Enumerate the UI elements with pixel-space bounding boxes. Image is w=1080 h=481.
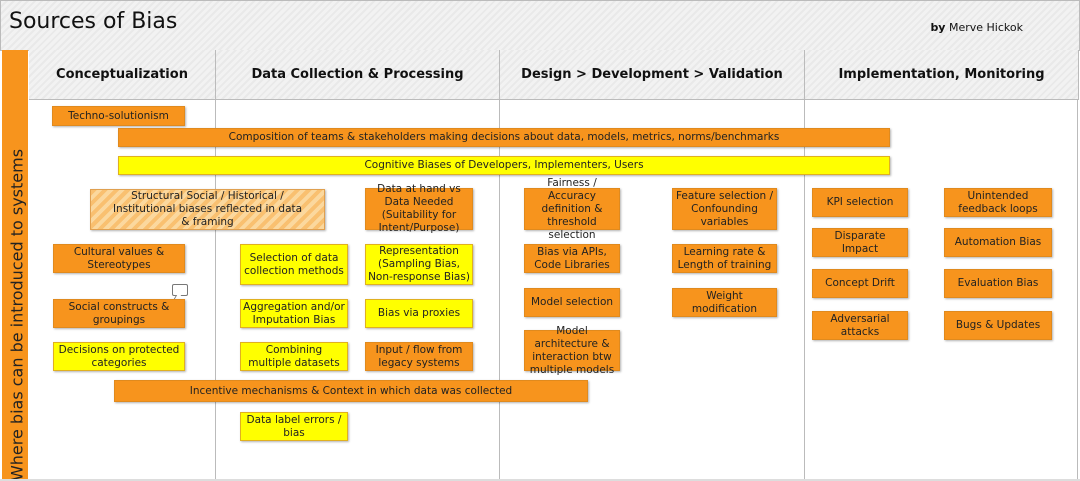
box-model-selection: Model selection [524,288,620,317]
side-band: Where bias can be introduced to systems [2,50,28,481]
box-combining-datasets: Combining multiple datasets [240,342,348,371]
box-representation: Representation (Sampling Bias, Non-respo… [365,244,473,285]
box-weight-modification: Weight modification [672,288,777,317]
box-proxies: Bias via proxies [365,299,473,328]
author-name: Merve Hickok [948,21,1023,34]
title-bar: Sources of Bias by Merve Hickok [0,0,1080,51]
column-divider [804,100,805,481]
column-header-implementation: Implementation, Monitoring [805,50,1079,100]
box-learning-rate: Learning rate & Length of training [672,244,777,273]
box-model-architecture: Model architecture & interaction btw mul… [524,325,620,376]
byline: by Merve Hickok [930,21,1023,34]
comment-icon[interactable] [172,284,188,296]
box-data-label-errors: Data label errors / bias [240,412,348,441]
box-concept-drift: Concept Drift [812,269,908,298]
byline-by: by [930,21,946,34]
box-incentive-mechanisms: Incentive mechanisms & Context in which … [114,380,588,402]
box-cognitive-biases: Cognitive Biases of Developers, Implemen… [118,156,890,175]
box-techno-solutionism: Techno-solutionism [52,106,185,126]
box-cultural-values: Cultural values & Stereotypes [53,244,185,273]
box-evaluation-bias: Evaluation Bias [944,269,1052,298]
bottom-border [0,479,1080,481]
box-selection-methods: Selection of data collection methods [240,244,348,285]
box-adversarial-attacks: Adversarial attacks [812,311,908,340]
page-title: Sources of Bias [9,9,178,34]
box-protected-categories: Decisions on protected categories [53,342,185,371]
column-divider [1077,100,1078,481]
box-fairness-definition: Fairness / Accuracy definition & thresho… [524,177,620,241]
column-header-data-collection: Data Collection & Processing [216,50,500,100]
column-header-conceptualization: Conceptualization [29,50,216,100]
box-automation-bias: Automation Bias [944,228,1052,257]
box-kpi-selection: KPI selection [812,188,908,217]
box-legacy-systems: Input / flow from legacy systems [365,342,473,371]
box-bugs-updates: Bugs & Updates [944,311,1052,340]
box-composition-of-teams: Composition of teams & stakeholders maki… [118,128,890,147]
box-apis: Bias via APIs, Code Libraries [524,244,620,273]
box-disparate-impact: Disparate Impact [812,228,908,257]
box-feature-selection: Feature selection / Confounding variable… [672,188,777,230]
box-social-constructs: Social constructs & groupings [53,299,185,328]
box-structural-biases: Structural Social / Historical / Institu… [90,189,325,230]
column-divider [215,100,216,481]
box-data-at-hand: Data at hand vs Data Needed (Suitability… [365,183,473,234]
side-label: Where bias can be introduced to systems [7,148,27,481]
column-header-design: Design > Development > Validation [500,50,805,100]
box-aggregation: Aggregation and/or Imputation Bias [240,299,348,328]
column-divider [499,100,500,481]
box-unintended-feedback: Unintended feedback loops [944,188,1052,217]
